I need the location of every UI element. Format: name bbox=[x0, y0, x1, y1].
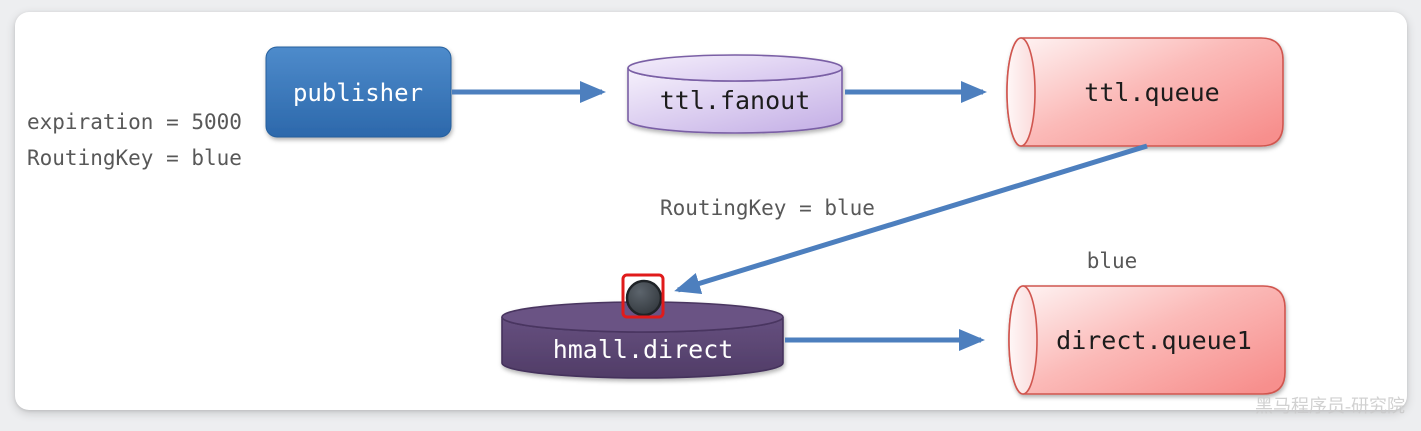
hmall-direct-label: hmall.direct bbox=[553, 335, 734, 364]
publisher-node: publisher bbox=[265, 46, 452, 138]
watermark: 黑马程序员-研究院 bbox=[1255, 396, 1405, 416]
ttl-queue-label: ttl.queue bbox=[1084, 78, 1219, 107]
binding-highlight-box bbox=[621, 273, 665, 319]
ttl-fanout-label: ttl.fanout bbox=[660, 86, 811, 115]
expiration-label: expiration = 5000 bbox=[27, 110, 242, 134]
routingkey-left-label: RoutingKey = blue bbox=[27, 146, 242, 170]
publisher-label: publisher bbox=[293, 79, 423, 107]
routingkey-mid-label: RoutingKey = blue bbox=[660, 196, 875, 220]
arrow-ttlqueue-to-direct bbox=[674, 143, 1148, 295]
ttl-queue-node: ttl.queue bbox=[1006, 37, 1284, 147]
direct-queue1-node: direct.queue1 bbox=[1008, 285, 1286, 395]
direct-queue1-label: direct.queue1 bbox=[1056, 326, 1252, 355]
left-annotations: expiration = 5000 RoutingKey = blue bbox=[27, 110, 242, 170]
binding-dot-icon bbox=[625, 279, 663, 317]
queue1-binding-key-label: blue bbox=[1087, 249, 1138, 273]
ttl-queue-cap bbox=[1006, 37, 1036, 147]
ttl-fanout-node: ttl.fanout bbox=[627, 54, 843, 134]
ttl-fanout-top bbox=[627, 54, 843, 82]
publisher-shape bbox=[265, 46, 452, 138]
direct-queue1-cap bbox=[1008, 285, 1038, 395]
